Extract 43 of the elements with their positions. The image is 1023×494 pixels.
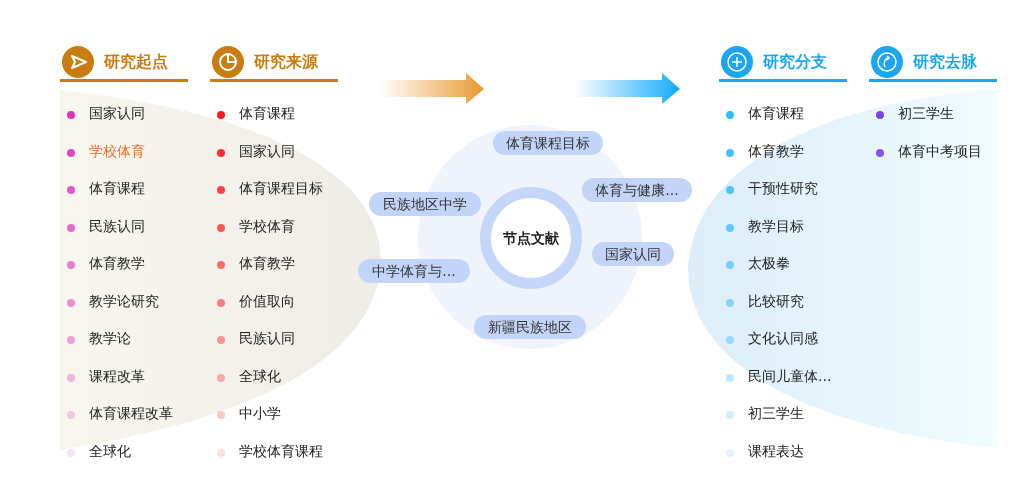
keyword-pill: 体育与健康... [582,178,692,202]
column-heading: 研究起点 [104,52,168,73]
list-item: 价值取向 [239,293,295,311]
column-heading: 研究去脉 [913,52,977,73]
list-item: 民间儿童体... [748,368,832,386]
list-item: 全球化 [89,443,131,461]
keyword-pill: 中学体育与... [358,259,470,283]
list-item: 体育教学 [89,255,145,273]
list-item: 体育课程改革 [89,405,173,423]
list-item: 体育课程 [89,180,145,198]
list-item: 国家认同 [89,105,145,123]
list-item: 学校体育课程 [239,443,323,461]
keyword-pill: 体育课程目标 [493,131,603,155]
list-item: 体育教学 [239,255,295,273]
list-item: 国家认同 [239,143,295,161]
list-item: 体育教学 [748,143,804,161]
keyword-pill: 新疆民族地区 [474,315,586,339]
list-item: 学校体育 [239,218,295,236]
list-item: 体育中考项目 [898,143,982,161]
list-item: 课程表达 [748,443,804,461]
list-item: 文化认同感 [748,330,818,348]
list-item: 教学目标 [748,218,804,236]
list-item: 教学论研究 [89,293,159,311]
list-item: 民族认同 [239,330,295,348]
list-item: 全球化 [239,368,281,386]
list-item: 中小学 [239,405,281,423]
list-item: 比较研究 [748,293,804,311]
list-item: 体育课程 [748,105,804,123]
center-circle: 节点文献 [480,187,582,289]
keyword-pill: 国家认同 [592,242,674,266]
list-item: 课程改革 [89,368,145,386]
list-item: 教学论 [89,330,131,348]
list-item: 初三学生 [898,105,954,123]
list-item: 学校体育 [89,143,145,161]
list-item: 干预性研究 [748,180,818,198]
list-item: 初三学生 [748,405,804,423]
column-heading: 研究分支 [763,52,827,73]
column-heading: 研究来源 [254,52,318,73]
keyword-pill: 民族地区中学 [369,192,481,216]
list-item: 体育课程 [239,105,295,123]
list-item: 民族认同 [89,218,145,236]
list-item: 体育课程目标 [239,180,323,198]
list-item: 太极拳 [748,255,790,273]
